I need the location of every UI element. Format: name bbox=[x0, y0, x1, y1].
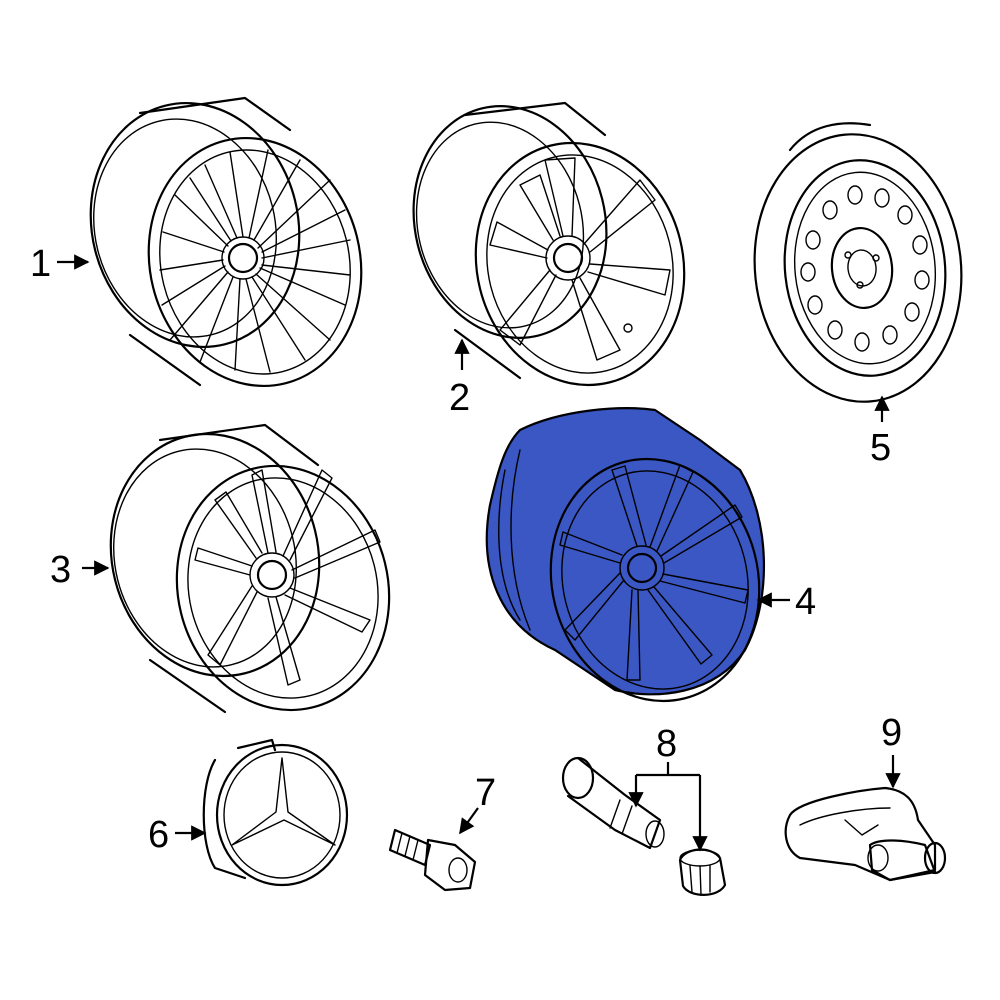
lug-bolt-icon[interactable] bbox=[388, 828, 477, 892]
spare-tire-icon[interactable] bbox=[742, 122, 975, 412]
callout-8: 8 bbox=[656, 723, 677, 765]
tpms-sensor-icon[interactable] bbox=[784, 786, 947, 882]
wheel-1-icon[interactable] bbox=[65, 81, 387, 409]
valve-stem-icon[interactable] bbox=[561, 756, 665, 850]
center-cap-icon[interactable] bbox=[202, 738, 349, 887]
callout-6: 6 bbox=[148, 814, 169, 856]
callout-4: 4 bbox=[795, 581, 816, 623]
wheel-3-icon[interactable] bbox=[86, 412, 415, 733]
valve-cap-icon[interactable] bbox=[678, 848, 727, 896]
wheel-4-highlighted-icon[interactable] bbox=[485, 407, 785, 723]
callout-3: 3 bbox=[50, 549, 71, 591]
callout-9: 9 bbox=[881, 712, 902, 754]
callout-5: 5 bbox=[870, 427, 891, 469]
callout-1: 1 bbox=[30, 243, 51, 285]
wheel-2-icon[interactable] bbox=[390, 85, 710, 407]
callout-7: 7 bbox=[475, 772, 496, 814]
callout-2: 2 bbox=[449, 377, 470, 419]
